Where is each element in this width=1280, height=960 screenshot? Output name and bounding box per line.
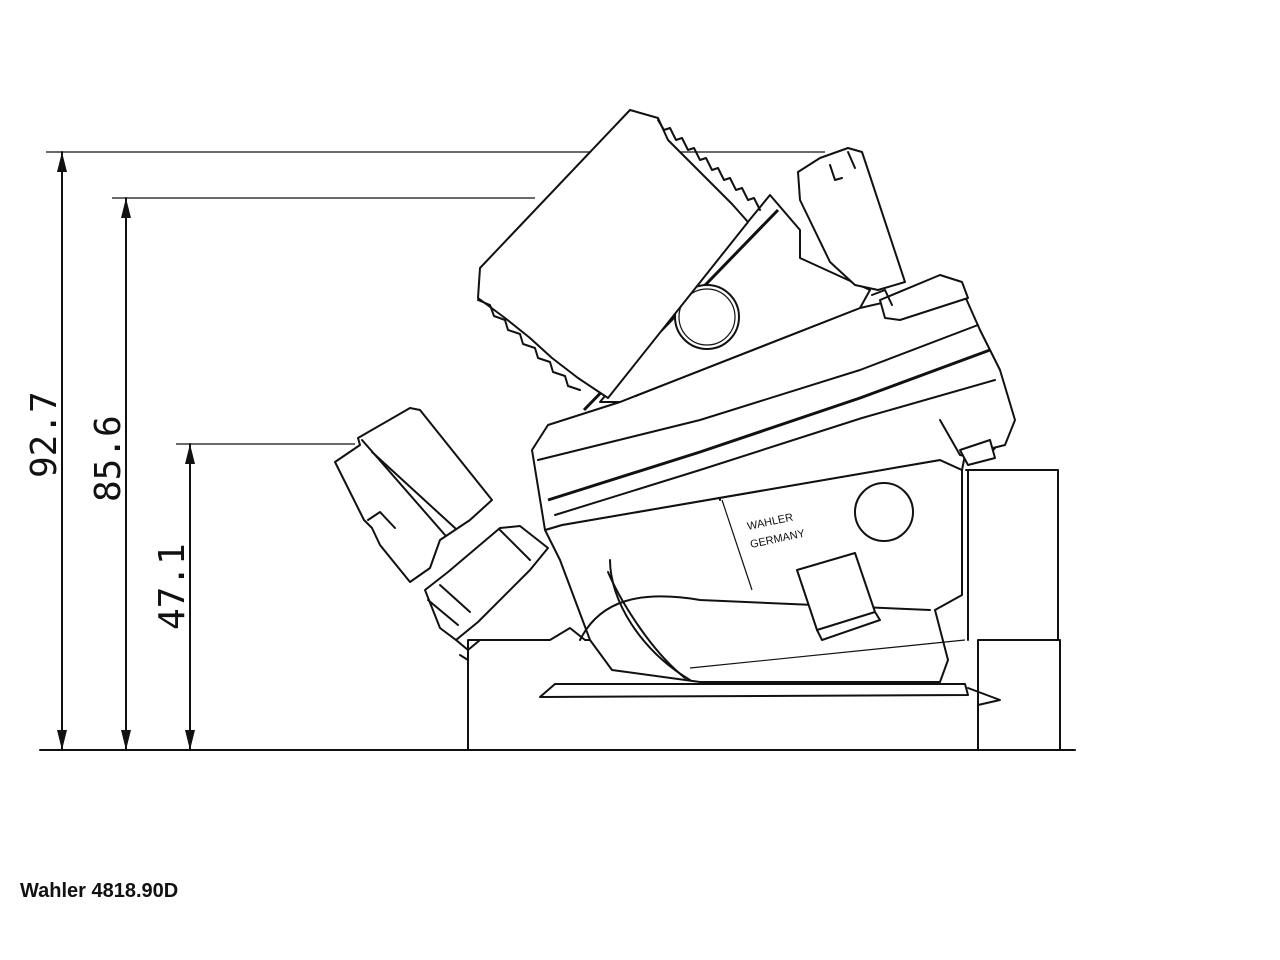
upper-wedge xyxy=(599,194,871,403)
vent-nipple xyxy=(797,147,906,291)
arrow-top-sensor xyxy=(185,444,195,464)
sensor-hex-nut xyxy=(424,525,549,641)
dimension-labels: 92.7 85.6 47.1 xyxy=(24,391,193,630)
vent-nipple-body xyxy=(797,147,906,291)
bolt-hole-upper xyxy=(674,284,740,350)
temperature-sensor xyxy=(334,407,549,651)
outlet-pipe xyxy=(477,109,761,399)
bolt-hole-lower xyxy=(854,482,914,542)
mounting-base xyxy=(459,469,1061,751)
dim-label-sensor: 47.1 xyxy=(152,543,193,630)
top-right-lug xyxy=(879,274,969,321)
base-left-edge xyxy=(459,654,469,751)
main-housing: WAHLER GERMANY xyxy=(531,194,1016,683)
seal-plate xyxy=(539,683,969,698)
base-right-block xyxy=(977,639,1061,751)
arrow-top-overall xyxy=(57,152,67,172)
dimension-lines xyxy=(39,151,1076,751)
arrow-top-mid xyxy=(121,198,131,218)
arrow-bottom-sensor xyxy=(185,730,195,750)
arrow-bottom-overall xyxy=(57,730,67,750)
arrow-bottom-mid xyxy=(121,730,131,750)
base-upper-right-block xyxy=(965,469,1059,641)
part-number-caption: Wahler 4818.90D xyxy=(20,880,179,902)
sensor-connector xyxy=(334,407,493,583)
dim-label-overall: 92.7 xyxy=(24,391,65,478)
dim-label-mid: 85.6 xyxy=(88,415,129,502)
